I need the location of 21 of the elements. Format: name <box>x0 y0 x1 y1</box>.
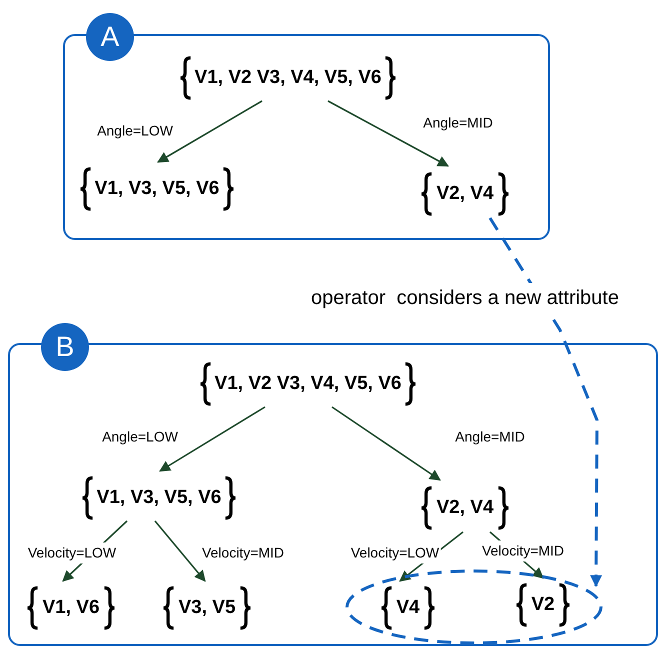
set-label: V2, V4 <box>436 182 494 206</box>
panel-badge: A <box>86 13 134 61</box>
set-label: V4 <box>396 596 420 620</box>
arrow <box>332 406 441 481</box>
set-label: V1, V3, V5, V6 <box>94 176 220 201</box>
arrow <box>154 520 206 582</box>
set-label: V1, V6 <box>42 596 100 620</box>
set-label: V3, V5 <box>178 596 236 620</box>
arrow <box>159 406 266 472</box>
edge-label: Velocity=LOW <box>26 542 118 564</box>
edge-label: Velocity=MID <box>480 540 566 562</box>
set-label: V2 <box>531 592 555 617</box>
arrow <box>328 100 449 167</box>
set-label: V2, V4 <box>436 496 494 520</box>
set-label: V1, V3, V5, V6 <box>96 486 222 510</box>
set-label: V1, V2 V3, V4, V5, V6 <box>194 66 382 90</box>
panel-badge: B <box>41 323 89 371</box>
set-label: V1, V2 V3, V4, V5, V6 <box>214 372 402 396</box>
edge-label: operator considers a new attribute <box>309 283 621 313</box>
arrow <box>488 217 602 588</box>
arrow <box>157 100 262 163</box>
